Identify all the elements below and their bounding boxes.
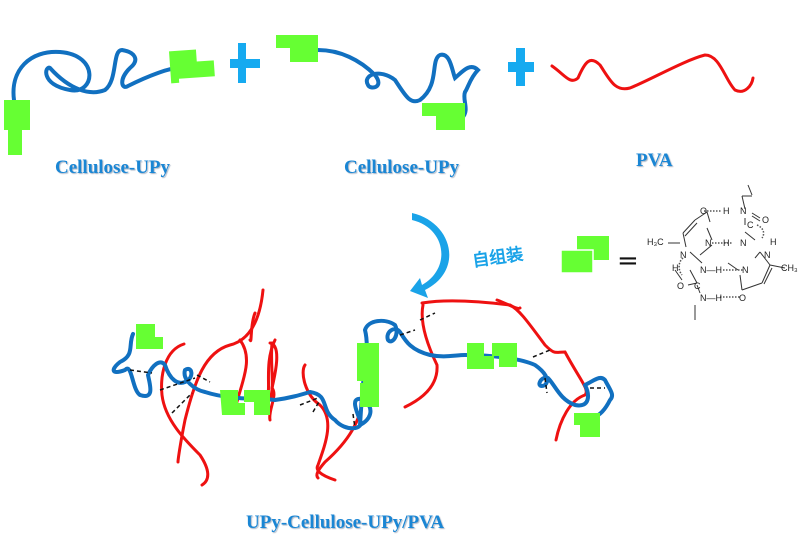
pva-chain [550,53,755,93]
cellulose-upy-molecule-2 [276,35,481,130]
plus-icon [230,43,260,83]
label-cellulose-upy-2: Cellulose-UPy [344,157,460,178]
atom-label: C [747,220,754,230]
label-composite: UPy-Cellulose-UPy/PVA [246,512,445,533]
upy-block [276,35,318,62]
atom-label: O [739,293,747,303]
hydrogen-bonds [678,210,765,298]
atom-label: H [723,206,730,216]
atom-label: O [762,215,770,225]
self-assembly-arrow [410,213,450,298]
composite-network [111,288,615,487]
upy-block [422,103,465,130]
plus-icon [508,48,534,86]
atom-label: N [764,250,771,260]
atom-label: N—H [700,265,722,275]
cellulose-chain [11,47,180,102]
upy-blocks [136,324,600,437]
atom-label: CH₃ [781,263,798,273]
atom-label: N [740,238,747,248]
upy-block [169,49,215,84]
upy-dimer-legend-icon [560,236,609,274]
atom-label: N [705,238,712,248]
upy-dimer-structure [668,184,786,320]
atom-label: N [680,250,687,260]
label-cellulose-upy-1: Cellulose-UPy [55,157,171,178]
atom-label: O [700,206,708,216]
cellulose-upy-molecule-1 [4,47,215,155]
atom-label: N—H [700,293,722,303]
label-pva: PVA [636,150,673,171]
atom-label: H [770,237,777,247]
atom-label: O [677,281,685,291]
atom-label: C [694,281,701,291]
upy-block [4,100,30,155]
atom-label: N [742,265,749,275]
cellulose-chain [316,48,481,120]
atom-label: H₃C [647,237,664,247]
atom-label: N [740,206,747,216]
atom-label: H [723,238,730,248]
equals-sign: = [617,246,639,276]
h-bond-links [129,312,605,429]
atom-label: H [672,263,679,273]
